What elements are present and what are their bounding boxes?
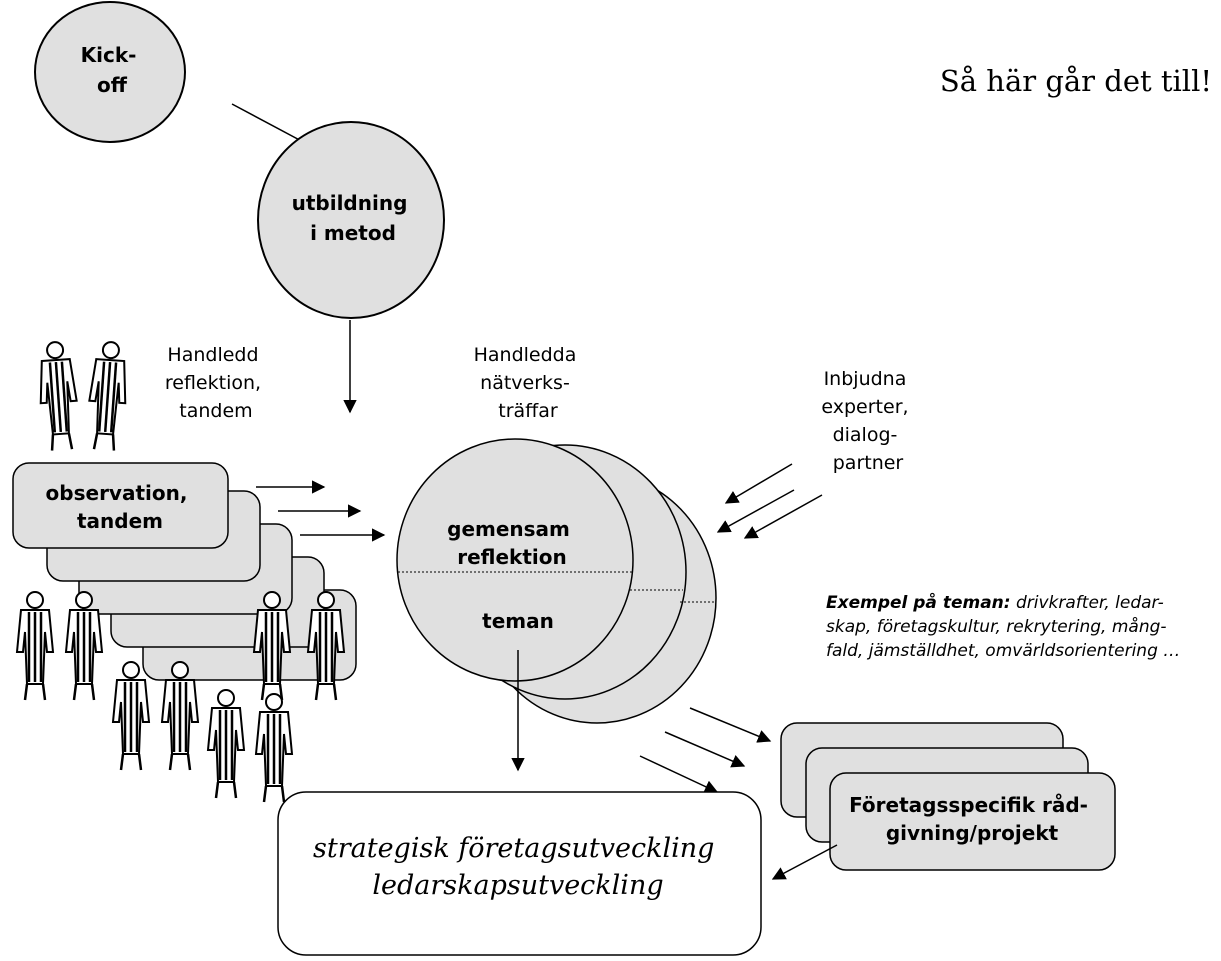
arrow-advice-outcome (771, 844, 838, 880)
training-label: utbildning i metod (292, 191, 415, 245)
kickoff-label: Kick- off (81, 43, 144, 97)
arrow-experts-3 (743, 494, 823, 539)
reflection-label: Handledd reflektion, tandem (165, 344, 267, 422)
arrow-center-advice-3 (639, 755, 719, 793)
advice-label: Företagsspecifik råd- givning/projekt (849, 793, 1095, 845)
arrow-experts-2 (716, 489, 795, 533)
experts-label: Inbjudna experter, dialog- partner (821, 368, 914, 474)
center-circle-1 (396, 438, 634, 682)
kickoff-node (34, 1, 186, 143)
themes-label: teman (482, 609, 554, 633)
network-label: Handledda nätverks- träffar (474, 344, 583, 422)
observation-label: observation, tandem (46, 481, 195, 533)
training-node (257, 121, 445, 319)
outcome-box (277, 791, 762, 956)
examples-text: Exempel på teman: drivkrafter, ledar- sk… (826, 592, 1180, 661)
center-label: gemensam reflektion (447, 517, 577, 569)
arrow-center-advice-1 (689, 707, 772, 743)
arrow-center-advice-2 (664, 731, 746, 768)
page-title: Så här går det till! (940, 64, 1212, 98)
observation-card-1 (12, 462, 229, 549)
people-icon (35, 339, 131, 453)
outcome-label: strategisk företagsutveckling ledarskaps… (313, 833, 723, 901)
advice-card-1 (829, 772, 1116, 871)
arrow-experts-1 (724, 463, 793, 504)
